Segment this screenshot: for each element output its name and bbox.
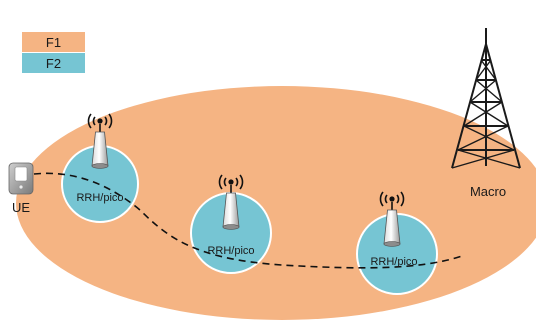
legend-swatch-f2	[22, 53, 85, 73]
macro-label: Macro	[470, 184, 506, 199]
small-cell-label-1: RRH/pico	[76, 192, 123, 204]
small-cell-label-3: RRH/pico	[370, 256, 417, 268]
ue-trajectory-path	[33, 172, 463, 269]
legend-label-f2: F2	[46, 56, 61, 71]
phone-icon	[8, 162, 34, 195]
legend-label-f1: F1	[46, 35, 61, 50]
small-cell-label-2: RRH/pico	[207, 245, 254, 257]
macro-tower-icon	[451, 28, 521, 169]
legend-swatch-f1	[22, 32, 85, 52]
legend: F1 F2	[22, 32, 85, 73]
ue-label: UE	[12, 200, 30, 215]
